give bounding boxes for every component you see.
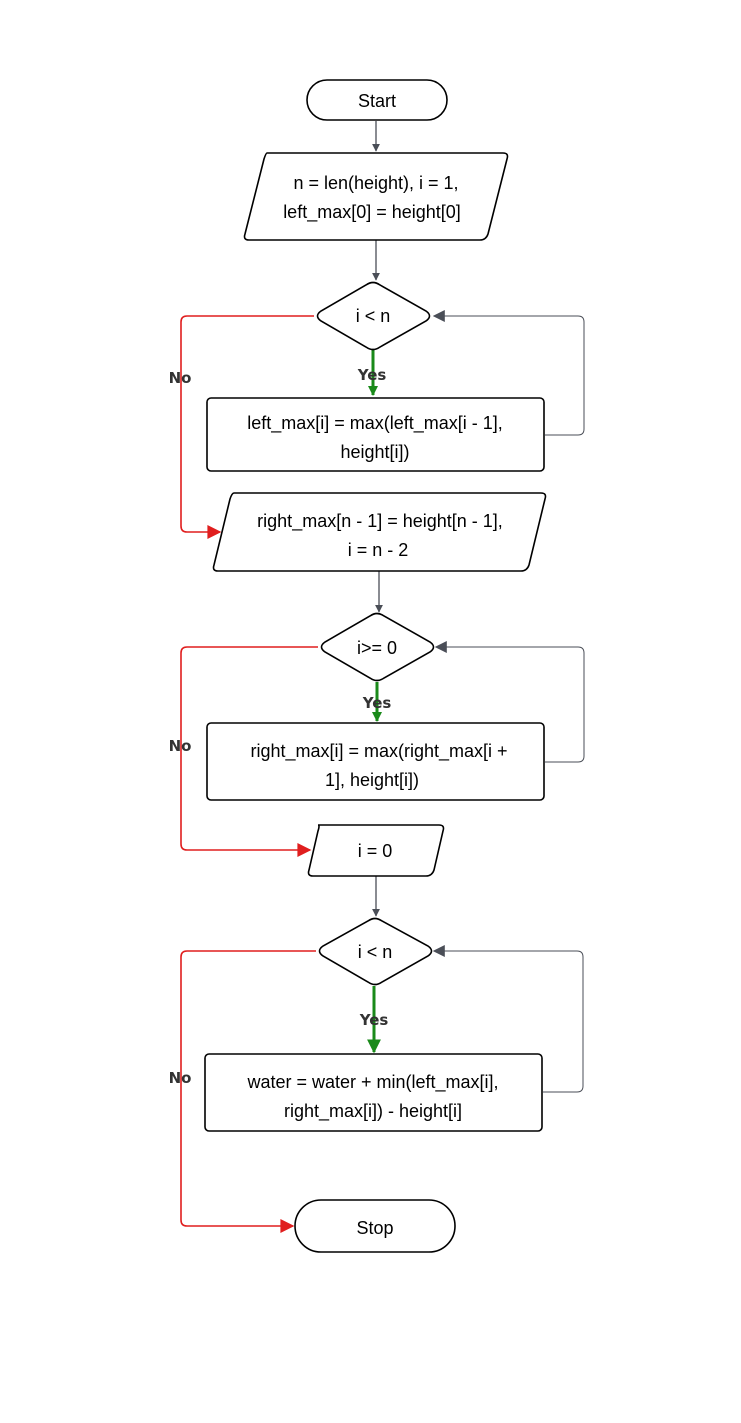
loop-water-node: water = water + min(left_max[i], right_m… [204,1053,543,1132]
start-label: Start [358,91,396,111]
edge-cond-water-no [180,950,316,1233]
label-water-no: No [169,1069,192,1087]
start-node: Start [306,79,448,121]
edge-cond-left-no [180,315,314,539]
init-right-node: right_max[n - 1] = height[n - 1], i = n … [212,492,547,572]
loop-water-line-2: right_max[i]) - height[i] [284,1101,462,1122]
cond-left-node: i < n [316,281,431,351]
cond-right-node: i>= 0 [320,612,435,682]
cond-water-label: i < n [358,942,393,962]
loop-right-line-1: right_max[i] = max(right_max[i + [250,741,507,762]
edge-cond-right-no [180,646,318,857]
cond-water-node: i < n [318,917,433,986]
stop-label: Stop [356,1218,393,1238]
label-left-yes: Yes [357,366,387,384]
loop-left-line-1: left_max[i] = max(left_max[i - 1], [247,413,503,434]
loop-right-node: right_max[i] = max(right_max[i + 1], hei… [206,722,545,801]
label-right-no: No [169,737,192,755]
edge-loop-right-back [434,641,585,763]
init-left-node: n = len(height), i = 1, left_max[0] = he… [243,152,509,241]
loop-right-line-2: 1], height[i]) [325,770,419,790]
init-right-line-1: right_max[n - 1] = height[n - 1], [257,511,503,532]
init-water-node: i = 0 [307,824,445,877]
label-right-yes: Yes [362,694,392,712]
label-water-yes: Yes [359,1011,389,1029]
loop-left-node: left_max[i] = max(left_max[i - 1], heigh… [206,397,545,472]
stop-node: Stop [294,1199,456,1253]
init-right-line-2: i = n - 2 [348,540,409,560]
cond-left-label: i < n [356,306,391,326]
cond-right-label: i>= 0 [357,638,397,658]
init-left-line-1: n = len(height), i = 1, [293,173,458,193]
init-water-label: i = 0 [358,841,393,861]
loop-water-line-1: water = water + min(left_max[i], [246,1072,498,1093]
edge-loop-water-back [432,945,584,1093]
label-left-no: No [169,369,192,387]
loop-left-line-2: height[i]) [340,442,409,462]
init-left-line-2: left_max[0] = height[0] [283,202,461,223]
edge-loop-left-back [432,310,585,436]
